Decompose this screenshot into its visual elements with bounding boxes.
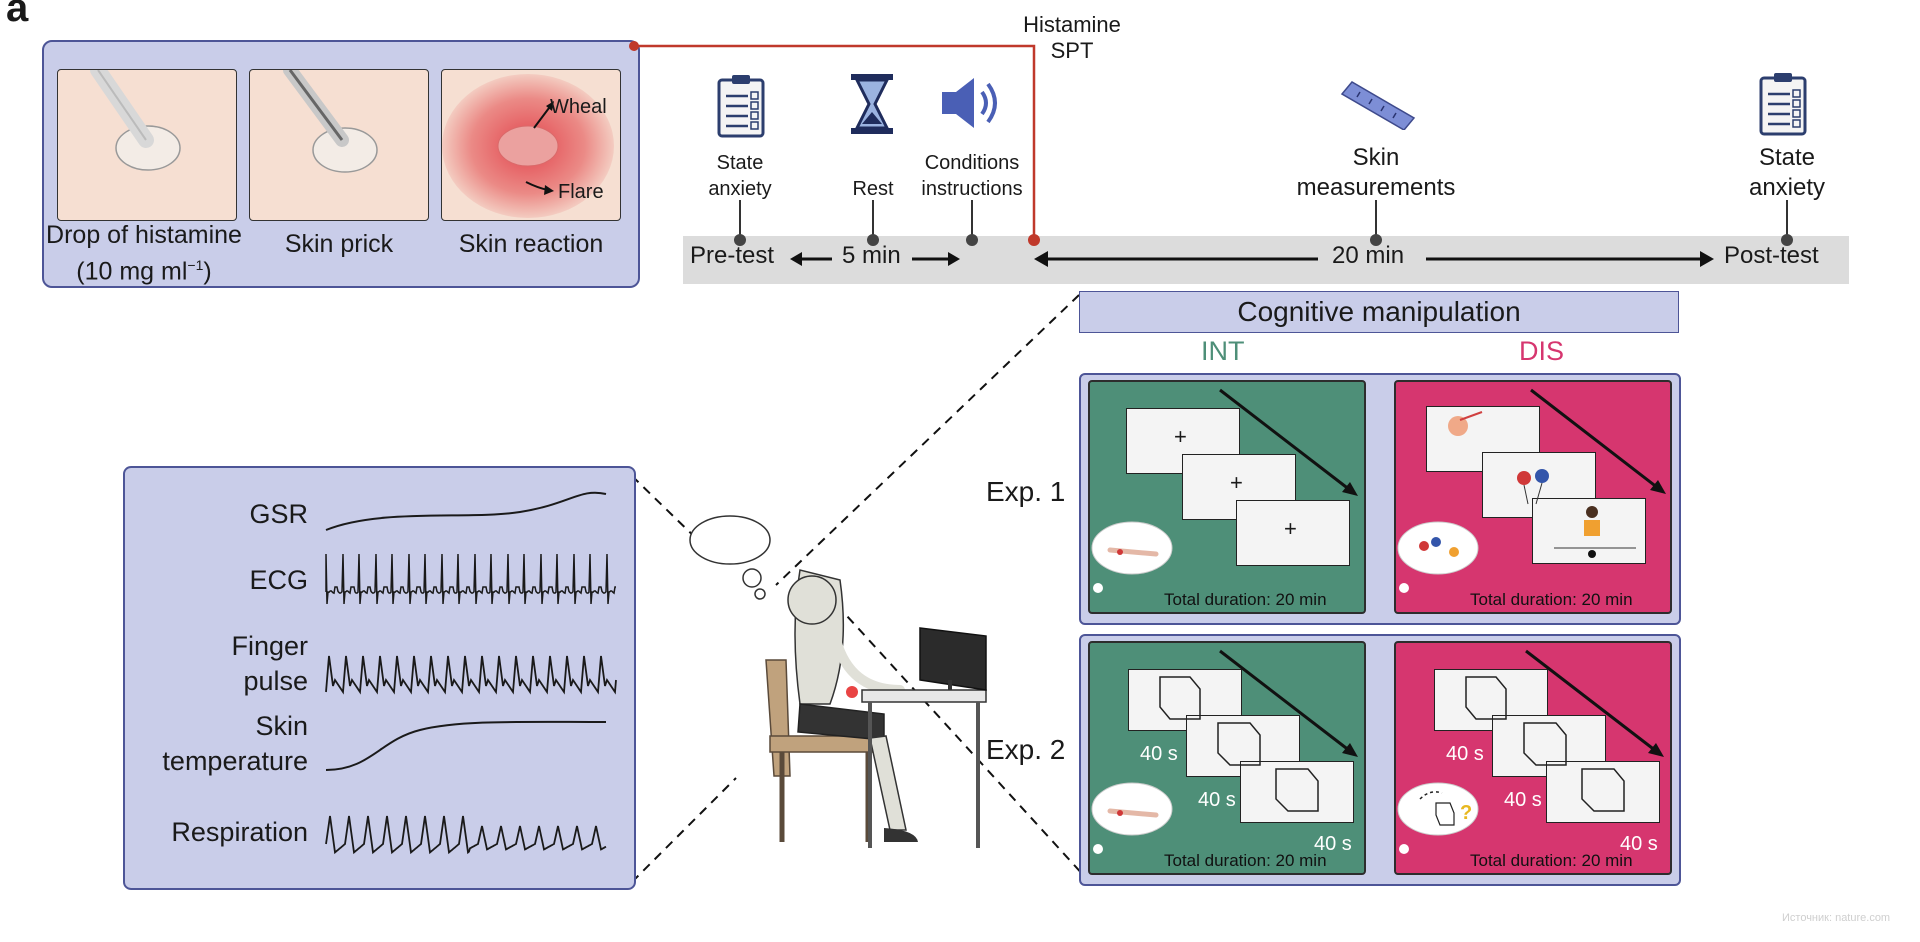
flare-label: Flare xyxy=(558,181,604,203)
svg-text:?: ? xyxy=(1460,802,1472,824)
post-test-label: Post-test xyxy=(1724,242,1819,269)
drop-caption-exponent: −1 xyxy=(187,257,204,273)
ecg-trace xyxy=(325,553,616,605)
reaction-caption: Skin reaction xyxy=(458,230,604,258)
hourglass-icon xyxy=(851,74,893,134)
signal-label-gsr: GSR xyxy=(249,499,308,529)
wheal-flare-icon xyxy=(442,74,614,218)
total-duration-label: Total duration: 20 min xyxy=(1470,590,1633,609)
event-label-line1: Skin xyxy=(1352,144,1400,171)
skin-temperature-trace xyxy=(325,720,607,771)
exp-2-label: Exp. 2 xyxy=(986,734,1066,765)
physiological-signals-panel xyxy=(123,466,636,890)
interval-5min-label: 5 min xyxy=(842,242,901,269)
signal-label-line2: pulse xyxy=(243,666,308,696)
source-watermark: Источник: nature.com xyxy=(1782,912,1891,924)
event-label-line1: State xyxy=(716,152,764,174)
event-label-line2: measurements xyxy=(1296,174,1456,201)
histamine-spt-line2: SPT xyxy=(1050,38,1094,63)
panel-label: a xyxy=(6,0,29,30)
signal-label-ecg: ECG xyxy=(249,565,308,595)
drop-caption-concentration: (10 mg ml xyxy=(76,257,188,286)
interval-20min-label: 20 min xyxy=(1332,242,1405,269)
exp2-dis-panel: ? 40 s 40 s 40 s Total duration: 20 min xyxy=(1394,641,1672,875)
interval-label: 40 s xyxy=(1140,743,1178,765)
signal-label-line1: Finger xyxy=(231,631,308,661)
fixation-screen xyxy=(1236,500,1350,566)
total-duration-label: Total duration: 20 min xyxy=(1164,851,1327,870)
event-label-line1: State xyxy=(1758,144,1816,171)
clipboard-icon xyxy=(717,75,765,138)
mental-rotation-shape-icon xyxy=(1091,649,1358,854)
signal-label-respiration: Respiration xyxy=(171,817,308,847)
gsr-trace xyxy=(325,491,607,531)
exp2-int-panel: 40 s 40 s 40 s Total duration: 20 min xyxy=(1088,641,1366,875)
fixation-cross: + xyxy=(1174,424,1187,449)
exp1-dis-panel: Total duration: 20 min xyxy=(1394,380,1672,614)
signal-label-line2: temperature xyxy=(162,746,308,776)
clipboard-icon xyxy=(1759,73,1807,136)
event-label-line1: Conditions xyxy=(924,152,1020,174)
mental-rotation-shape-icon: ? xyxy=(1397,649,1664,854)
drop-caption-line2: (10 mg ml−1) xyxy=(44,250,244,286)
histamine-drop-illustration xyxy=(57,69,237,221)
exp1-int-panel: + + + Total duration: 20 min xyxy=(1088,380,1366,614)
fixation-cross: + xyxy=(1284,516,1297,541)
lancet-icon xyxy=(283,70,378,173)
drop-caption-line1: Drop of histamine xyxy=(46,221,242,249)
signal-label-skin-temperature: Skin temperature xyxy=(118,709,308,779)
interval-label: 40 s xyxy=(1504,789,1542,811)
event-state-anxiety-pre: State anxiety xyxy=(690,150,790,202)
exp-1-label: Exp. 1 xyxy=(986,476,1066,507)
finger-pulse-trace xyxy=(325,655,617,695)
interval-label: 40 s xyxy=(1198,789,1236,811)
ruler-icon xyxy=(1340,81,1416,130)
distraction-video-icon xyxy=(1397,388,1666,593)
event-label-line2: instructions xyxy=(921,178,1023,200)
speaker-icon xyxy=(942,78,997,128)
rotation-screen xyxy=(1240,761,1354,823)
total-duration-label: Total duration: 20 min xyxy=(1470,851,1633,870)
condition-dis-label: DIS xyxy=(1519,336,1565,366)
signal-label-line1: Skin xyxy=(255,711,308,741)
histamine-spt-line1: Histamine xyxy=(1023,12,1121,37)
total-duration-label: Total duration: 20 min xyxy=(1164,590,1327,609)
histamine-spt-label: Histamine SPT xyxy=(1012,12,1132,64)
drop-illustration-icon xyxy=(90,70,181,171)
drop-caption: Drop of histamine (10 mg ml−1) xyxy=(44,220,244,286)
skin-reaction-illustration xyxy=(441,69,621,221)
pre-test-label: Pre-test xyxy=(690,242,775,269)
cognitive-manipulation-title: Cognitive manipulation xyxy=(1079,291,1679,333)
interval-label: 40 s xyxy=(1446,743,1484,765)
prick-caption: Skin prick xyxy=(284,230,394,258)
skin-prick-illustration xyxy=(249,69,429,221)
rotation-screen xyxy=(1546,761,1660,823)
interval-label: 40 s xyxy=(1620,833,1658,855)
event-label-line2: anxiety xyxy=(708,178,772,200)
fixation-cross: + xyxy=(1230,470,1243,495)
event-state-anxiety-post: State anxiety xyxy=(1722,143,1852,203)
condition-int-label: INT xyxy=(1201,336,1245,366)
wheal-label: Wheal xyxy=(550,96,607,118)
progression-arrow-icon xyxy=(1091,388,1358,593)
interval-label: 40 s xyxy=(1314,833,1352,855)
drop-caption-close: ) xyxy=(203,257,212,286)
event-rest: Rest xyxy=(852,178,894,200)
event-skin-measurements: Skin measurements xyxy=(1296,143,1456,203)
signal-label-finger-pulse: Finger pulse xyxy=(118,629,308,699)
event-label-line2: anxiety xyxy=(1748,174,1826,201)
event-conditions-instructions: Conditions instructions xyxy=(902,150,1042,202)
respiration-trace xyxy=(325,815,607,855)
